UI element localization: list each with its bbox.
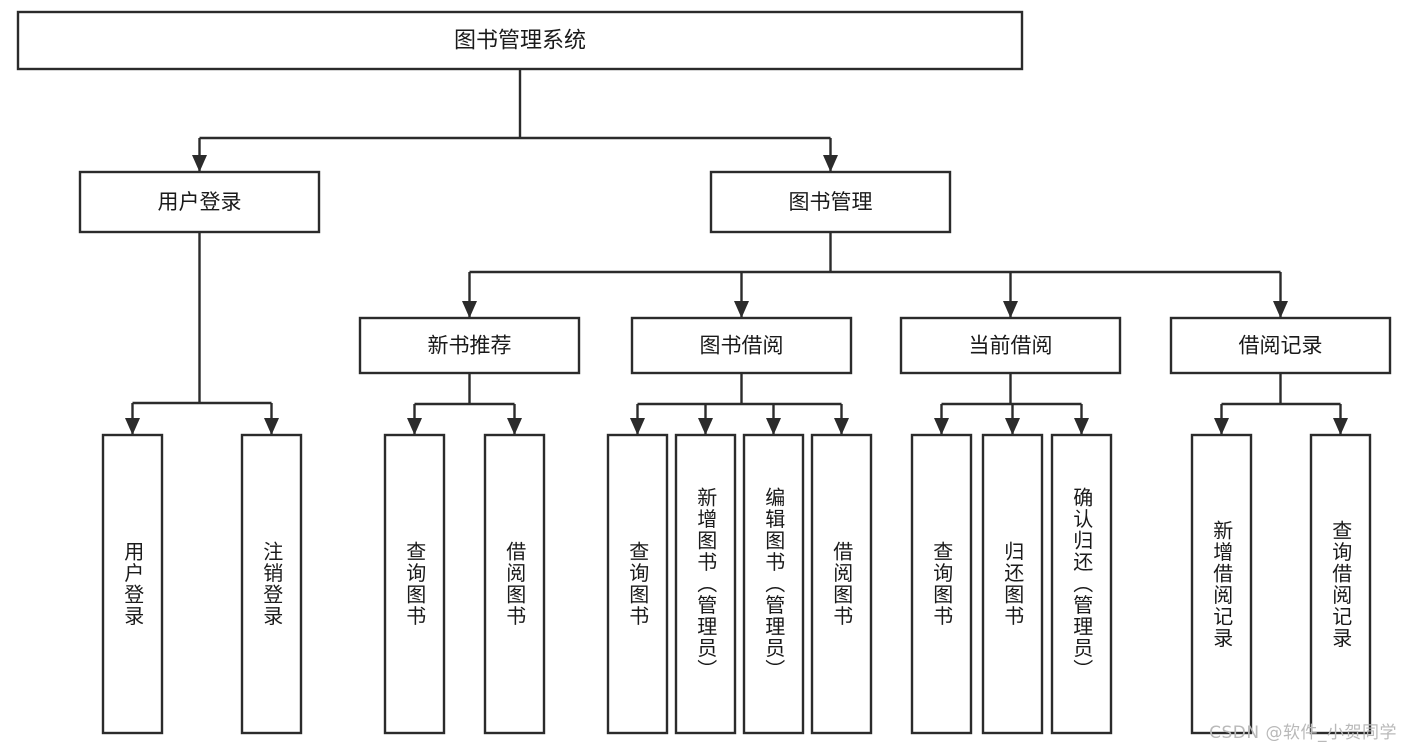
node-leaf-leaf-query-book-recommend[interactable] (383, 433, 446, 735)
arrow-head (834, 418, 849, 435)
arrow-head (1074, 418, 1089, 435)
node-label-book-management: 图书管理 (789, 190, 873, 214)
node-label-borrow-record: 借阅记录 (1239, 334, 1323, 358)
node-leaf-leaf-add-borrow-record[interactable] (1190, 433, 1253, 735)
node-label-current-borrow: 当前借阅 (969, 334, 1053, 358)
boxes-layer (16, 10, 1392, 735)
node-leaf-leaf-borrow-book[interactable] (810, 433, 873, 735)
node-l2-book-management[interactable] (709, 170, 952, 234)
arrow-head (734, 301, 749, 318)
node-label-new-book-recommend: 新书推荐 (428, 334, 512, 358)
node-l3-new-book-recommend[interactable] (358, 316, 581, 375)
node-l2-user-login[interactable] (78, 170, 321, 234)
arrow-head (462, 301, 477, 318)
arrow-head (125, 418, 140, 435)
arrow-head (698, 418, 713, 435)
node-label-book-borrow: 图书借阅 (700, 334, 784, 358)
arrow-head (630, 418, 645, 435)
connectors-layer (125, 69, 1348, 435)
node-leaf-leaf-confirm-return-admin[interactable] (1050, 433, 1113, 735)
arrow-head (934, 418, 949, 435)
arrow-head (507, 418, 522, 435)
node-leaf-leaf-edit-book-admin[interactable] (742, 433, 805, 735)
node-label-user-login: 用户登录 (158, 190, 242, 214)
arrow-head (766, 418, 781, 435)
arrow-head (823, 155, 838, 172)
node-root-root[interactable] (16, 10, 1024, 71)
arrow-head (1005, 418, 1020, 435)
node-l3-book-borrow[interactable] (630, 316, 853, 375)
node-leaf-leaf-add-book-admin[interactable] (674, 433, 737, 735)
arrow-head (264, 418, 279, 435)
node-label-root: 图书管理系统 (454, 29, 586, 54)
arrow-head (192, 155, 207, 172)
node-l3-current-borrow[interactable] (899, 316, 1122, 375)
arrow-head (407, 418, 422, 435)
arrow-head (1003, 301, 1018, 318)
node-leaf-leaf-logout-login[interactable] (240, 433, 303, 735)
node-leaf-leaf-query-book-borrow[interactable] (606, 433, 669, 735)
arrow-head (1273, 301, 1288, 318)
node-leaf-leaf-query-book-current[interactable] (910, 433, 973, 735)
node-leaf-leaf-borrow-book-recommend[interactable] (483, 433, 546, 735)
arrow-head (1333, 418, 1348, 435)
csdn-watermark: CSDN @软件_小贺同学 (1209, 723, 1397, 743)
node-leaf-leaf-user-login[interactable] (101, 433, 164, 735)
node-leaf-leaf-return-book[interactable] (981, 433, 1044, 735)
arrow-head (1214, 418, 1229, 435)
node-leaf-leaf-query-borrow-record[interactable] (1309, 433, 1372, 735)
node-l3-borrow-record[interactable] (1169, 316, 1392, 375)
